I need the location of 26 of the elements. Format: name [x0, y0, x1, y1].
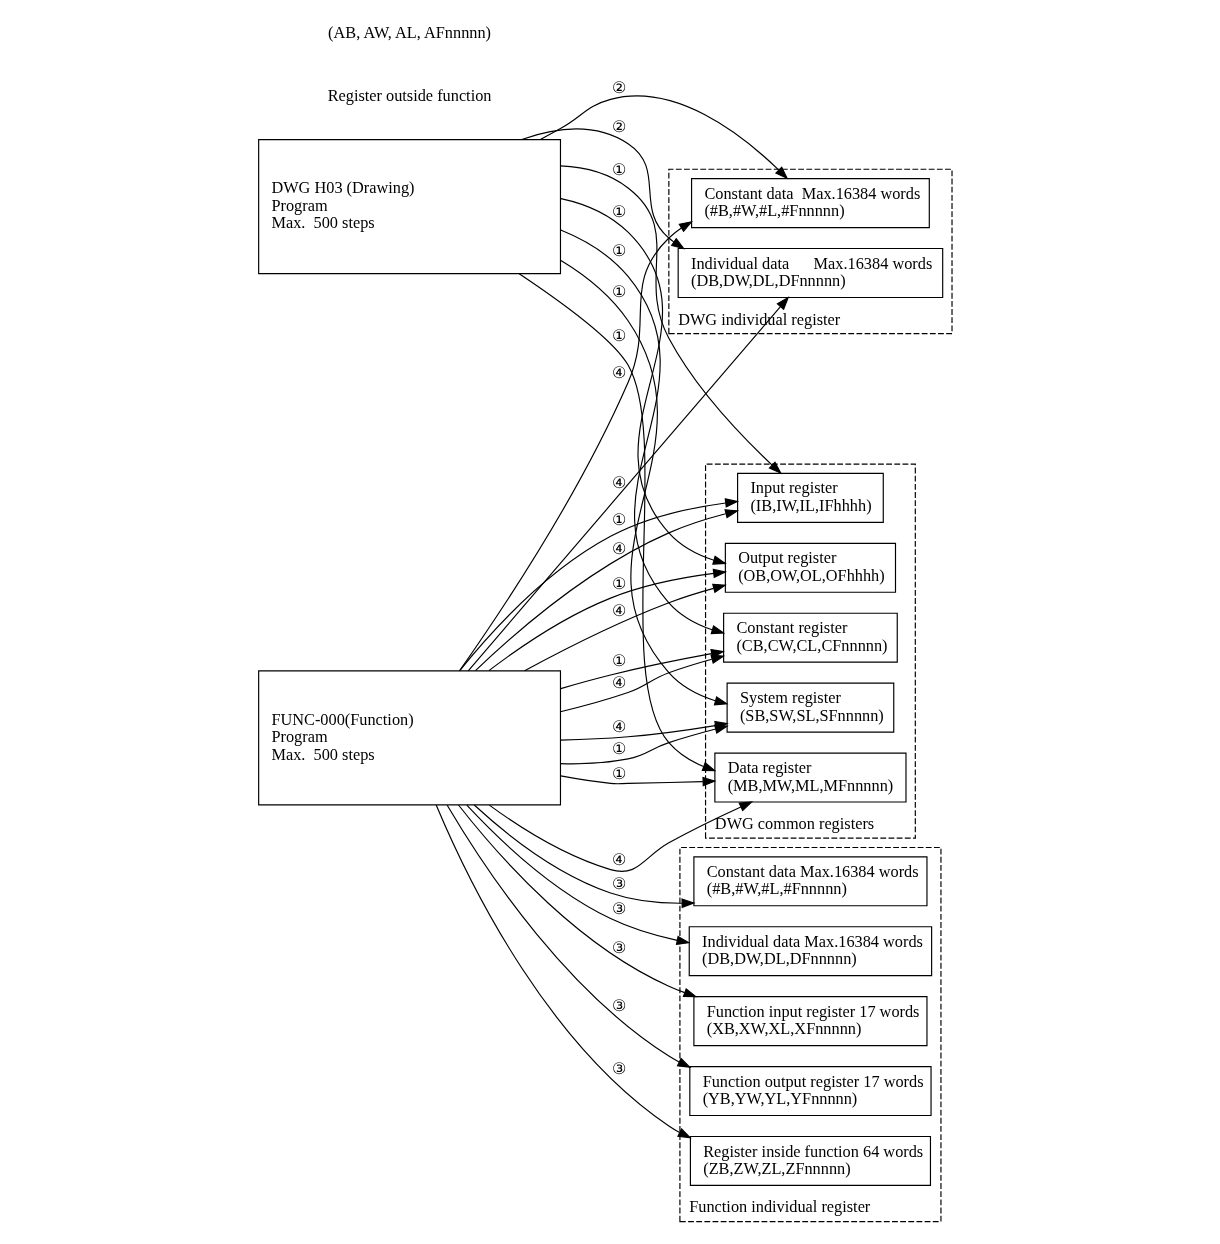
edge-label: ④ [612, 472, 627, 492]
edge-label: ① [612, 739, 627, 759]
edge-label: ③ [612, 937, 627, 957]
edge-label: ① [612, 160, 627, 180]
edge-label: ② [612, 77, 627, 97]
edge-label: ③ [612, 873, 627, 893]
edge-label: ① [612, 650, 627, 670]
label: Register outside function [327, 86, 492, 106]
edge-label: ① [612, 574, 627, 594]
edge-label: ① [612, 281, 627, 301]
edge-label: ④ [612, 850, 627, 870]
edge-label: ④ [612, 363, 627, 383]
edge-label: ② [612, 117, 627, 137]
edge-label: ④ [612, 600, 627, 620]
edge-label: ④ [612, 717, 627, 737]
label: (AB, AW, AL, AFnnnnn) [328, 23, 492, 43]
edge-label: ③ [612, 995, 627, 1015]
edge-label: ③ [612, 1058, 627, 1078]
edge-label: ④ [612, 539, 627, 559]
edge-label: ③ [612, 899, 627, 919]
edge-label: ① [612, 509, 627, 529]
edge-label: ① [612, 240, 627, 260]
edge-label: ① [612, 202, 627, 222]
edge-label: ④ [612, 673, 627, 693]
edge-label: ① [612, 763, 627, 783]
edge-label: ① [612, 325, 627, 345]
